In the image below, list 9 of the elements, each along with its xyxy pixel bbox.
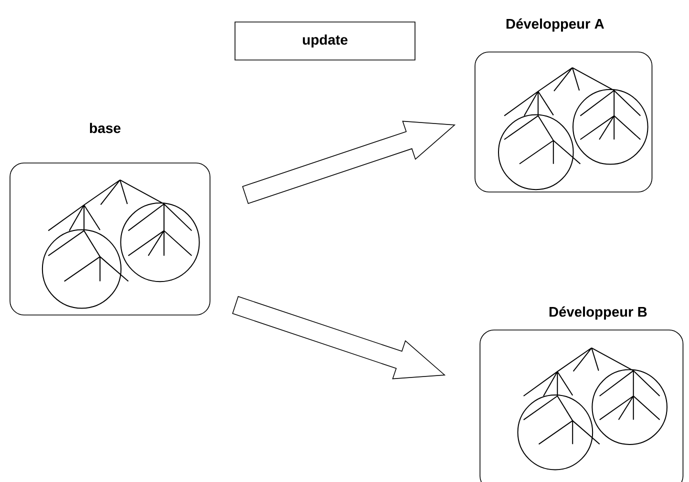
node-label: Développeur A: [506, 18, 604, 32]
tree-box: base: [10, 122, 210, 316]
tree-box: Développeur A: [474, 18, 652, 192]
tree-box: Développeur B: [480, 306, 684, 482]
node-label: Développeur B: [550, 306, 647, 320]
node-label: base: [90, 122, 120, 134]
block-arrow: [232, 296, 446, 380]
update-box: update: [234, 22, 416, 60]
block-arrow: [242, 120, 456, 204]
